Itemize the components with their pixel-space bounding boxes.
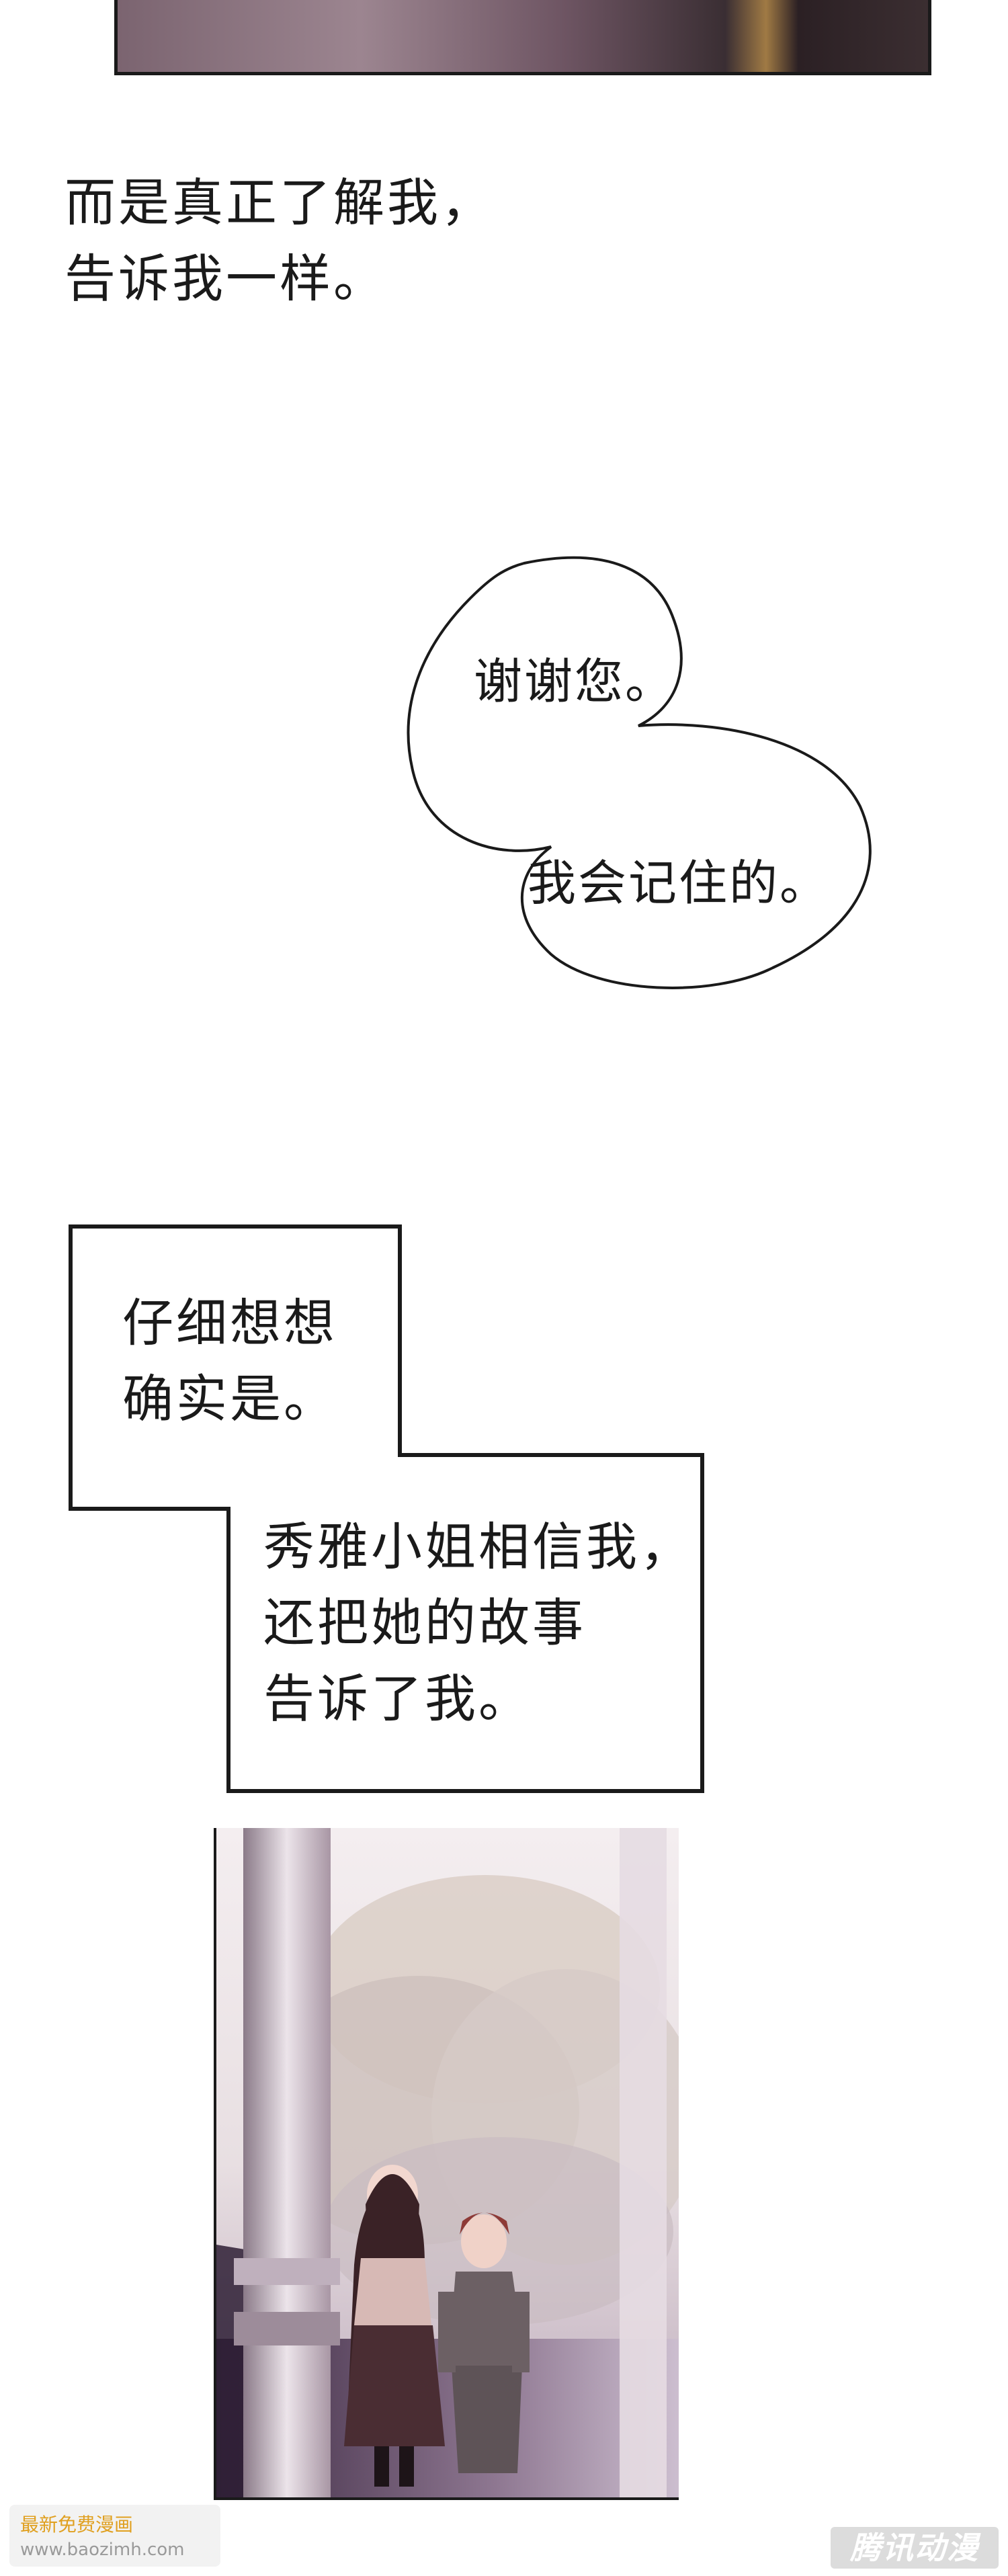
watermark-baozimh: 最新免费漫画 www.baozimh.com	[9, 2505, 220, 2567]
scene-illustration	[216, 1828, 679, 2497]
comic-panel-top	[114, 0, 931, 75]
narration-box-frame	[69, 1224, 704, 1793]
speech-bubble	[407, 556, 872, 989]
watermark-line-2: www.baozimh.com	[20, 2540, 185, 2560]
watermark-tencent: 腾讯动漫	[831, 2527, 999, 2569]
bubble-line-2: 我会记住的。	[528, 855, 831, 911]
narration-box-1-text: 仔细想想 确实是。	[122, 1293, 337, 1429]
narration-text: 而是真正了解我， 告诉我一样。	[65, 173, 495, 308]
comic-panel-scene	[214, 1828, 679, 2500]
narration-box-2-text: 秀雅小姐相信我， 还把她的故事 告诉了我。	[263, 1517, 694, 1729]
watermark-line-1: 最新免费漫画	[20, 2513, 134, 2536]
bubble-line-1: 谢谢您。	[474, 653, 676, 710]
